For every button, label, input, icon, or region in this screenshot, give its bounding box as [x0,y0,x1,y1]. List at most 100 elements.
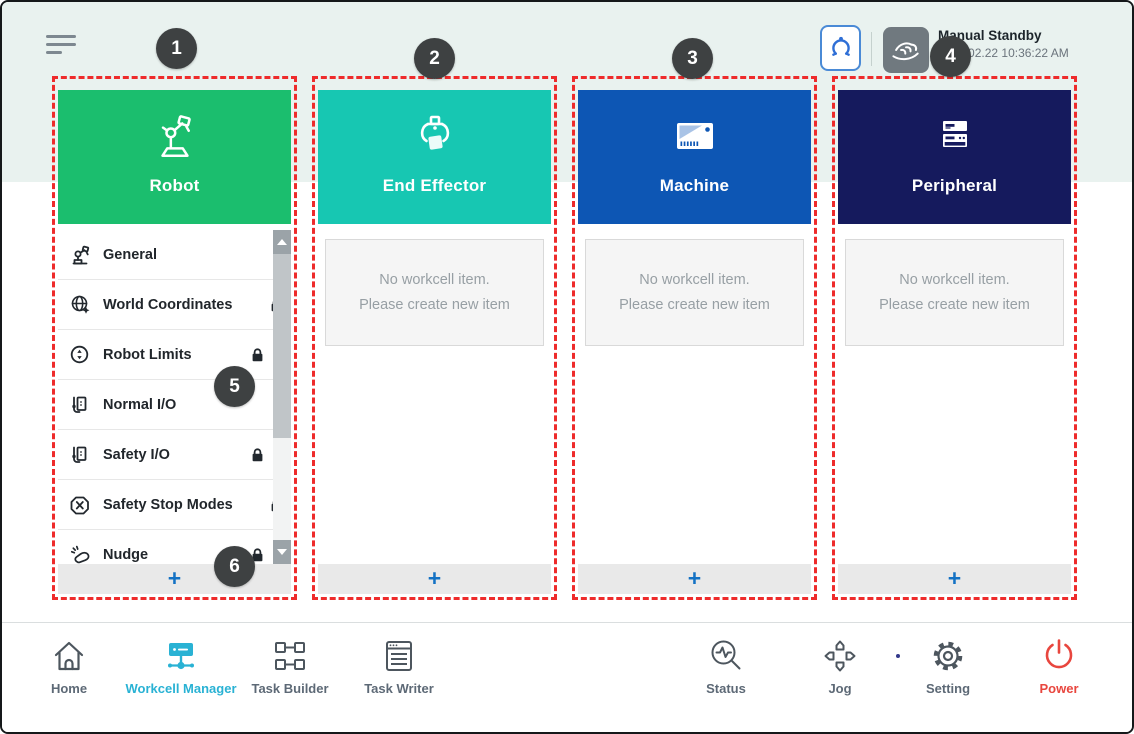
nav-home[interactable]: Home [2,635,144,696]
menu-item-safety-io[interactable]: Safety I/O [58,430,291,480]
empty-state-line2: Please create new item [359,296,510,313]
hamburger-menu-icon[interactable] [46,35,78,59]
menu-item-world-coordinates[interactable]: World Coordinates [58,280,291,330]
home-icon [49,635,89,677]
callout-2: 2 [414,38,455,79]
robot-posture-button[interactable] [820,25,861,71]
peripheral-icon [929,108,981,166]
callout-1: 1 [156,28,197,69]
triangle-down-icon [277,549,287,555]
robot-menu-list: General World Coordinates [58,230,291,564]
nav-power[interactable]: Power [984,635,1132,696]
end-effector-empty-state: No workcell item. Please create new item [325,239,544,346]
robot-limits-icon [69,344,93,366]
nav-setting-label: Setting [925,681,971,696]
robot-add-item-button[interactable]: + [58,564,291,594]
robot-list-scrollbar[interactable] [273,230,291,564]
callout-6: 6 [214,546,255,587]
empty-state-line2: Please create new item [879,296,1030,313]
callout-3: 3 [672,38,713,79]
nav-workcell-manager-label: Workcell Manager [125,681,237,696]
nav-status-label: Status [706,681,746,696]
empty-state-line1: No workcell item. [899,271,1010,288]
power-icon [1039,635,1079,677]
callout-4: 4 [930,36,971,77]
hand-guide-icon [888,32,924,68]
robot-header-label: Robot [149,176,200,195]
column-machine: Machine No workcell item. Please create … [578,90,811,594]
peripheral-header-label: Peripheral [911,176,998,195]
menu-item-label: Nudge [103,546,149,563]
plus-icon: + [427,564,442,591]
machine-header-label: Machine [659,176,730,195]
io-icon [69,444,93,466]
nav-task-writer[interactable]: Task Writer [324,635,474,696]
io-icon [69,394,93,416]
menu-item-label: World Coordinates [103,296,233,313]
menu-item-safety-stop-modes[interactable]: Safety Stop Modes [58,480,291,530]
setting-icon [928,635,968,677]
status-mode-label: Manual Standby [938,28,1042,43]
nav-jog-label: Jog [828,681,852,696]
end-effector-add-item-button[interactable]: + [318,564,551,594]
topbar-divider [871,32,872,66]
scroll-down-button[interactable] [273,540,291,564]
world-coordinates-icon [69,294,93,316]
nav-setting[interactable]: Setting [873,635,1023,696]
gripper-icon [409,108,461,166]
machine-icon [669,108,721,166]
menu-item-nudge[interactable]: Nudge [58,530,291,564]
nav-task-builder[interactable]: Task Builder [215,635,365,696]
menu-item-label: Safety Stop Modes [103,496,233,513]
machine-header: Machine [578,90,811,224]
triangle-up-icon [277,239,287,245]
peripheral-header: Peripheral [838,90,1071,224]
end-effector-header: End Effector [318,90,551,224]
system-status: Manual Standby 2021.02.22 10:36:22 AM [938,28,1128,60]
menu-item-normal-io[interactable]: Normal I/O [58,380,291,430]
menu-item-label: Safety I/O [103,446,170,463]
machine-add-item-button[interactable]: + [578,564,811,594]
robot-arm-icon [148,108,202,166]
menu-item-general[interactable]: General [58,230,291,280]
plus-icon: + [167,564,182,591]
peripheral-empty-state: No workcell item. Please create new item [845,239,1064,346]
column-end-effector: End Effector No workcell item. Please cr… [318,90,551,594]
robot-posture-icon [825,30,857,66]
scroll-up-button[interactable] [273,230,291,254]
nav-status[interactable]: Status [651,635,801,696]
nav-home-label: Home [50,681,88,696]
nav-task-builder-label: Task Builder [251,681,329,696]
empty-state-line2: Please create new item [619,296,770,313]
nav-workcell-manager[interactable]: Workcell Manager [106,635,256,696]
bottom-navbar: Home Workcell Manager [2,622,1132,732]
plus-icon: + [687,564,702,591]
callout-5: 5 [214,366,255,407]
task-writer-icon [379,635,419,677]
nav-jog[interactable]: Jog [765,635,915,696]
scrollbar-thumb[interactable] [273,254,291,438]
empty-state-line1: No workcell item. [639,271,750,288]
menu-item-label: General [103,246,157,263]
stop-modes-icon [69,494,93,516]
menu-item-robot-limits[interactable]: Robot Limits [58,330,291,380]
workcell-manager-icon [161,635,201,677]
column-peripheral: Peripheral No workcell item. Please crea… [838,90,1071,594]
robot-general-icon [69,244,93,266]
nudge-icon [69,544,93,565]
menu-item-label: Normal I/O [103,396,177,413]
nav-indicator-dot [896,654,900,658]
peripheral-add-item-button[interactable]: + [838,564,1071,594]
status-icon [706,635,746,677]
hand-guide-button[interactable] [883,27,929,73]
lock-icon [251,447,264,462]
nav-power-label: Power [1039,681,1079,696]
end-effector-header-label: End Effector [382,176,487,195]
robot-header: Robot [58,90,291,224]
plus-icon: + [947,564,962,591]
jog-icon [820,635,860,677]
column-robot: Robot General [58,90,291,594]
nav-task-writer-label: Task Writer [364,681,434,696]
lock-icon [251,347,264,362]
